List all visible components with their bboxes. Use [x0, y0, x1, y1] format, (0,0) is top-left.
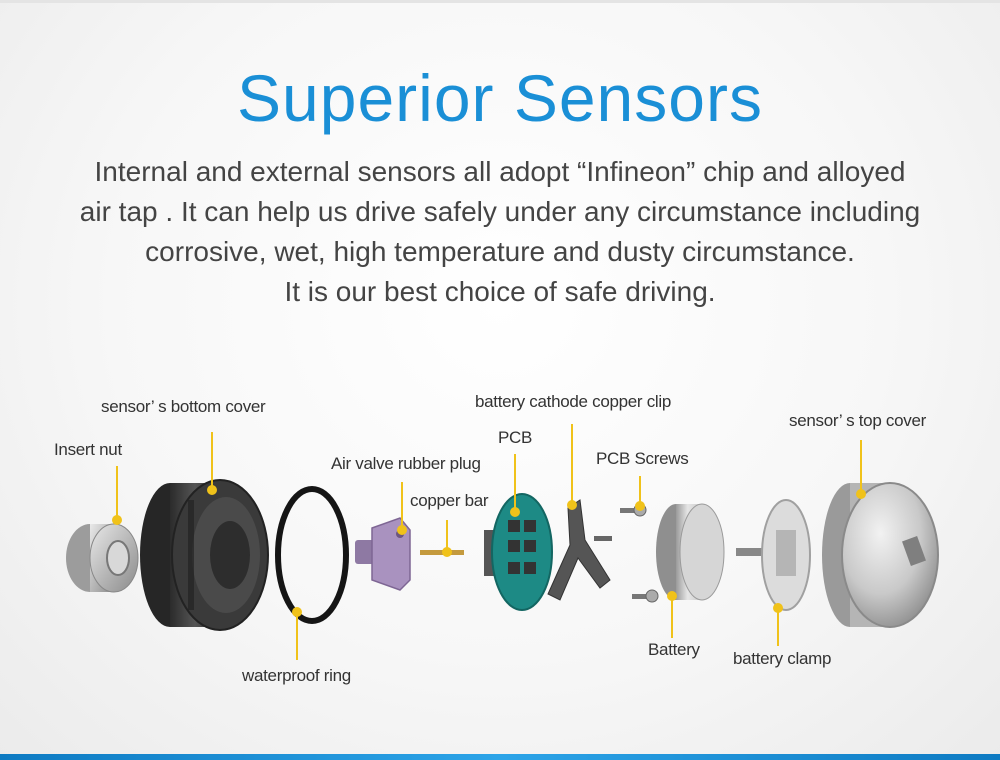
description-line-4: It is our best choice of safe driving. — [284, 276, 716, 307]
description-line-1: Internal and external sensors all adopt … — [94, 156, 906, 187]
bottom-accent-bar — [0, 754, 1000, 760]
cathode-clip-part — [547, 499, 611, 601]
label-battery-clamp: battery clamp — [733, 649, 832, 668]
page-title: Superior Sensors — [237, 61, 763, 135]
battery-part — [656, 503, 725, 601]
top-cover-part — [822, 482, 939, 628]
pcb-part — [484, 493, 553, 611]
insert-nut-part — [66, 523, 139, 593]
description: Internal and external sensors all adopt … — [30, 152, 970, 312]
label-waterproof-ring: waterproof ring — [242, 666, 351, 685]
label-air-valve: Air valve rubber plug — [331, 454, 481, 473]
label-bottom-cover: sensor’ s bottom cover — [101, 397, 266, 416]
waterproof-ring-part — [275, 486, 349, 624]
battery-clamp-part — [761, 499, 811, 611]
copper-bar-part — [420, 550, 464, 555]
description-line-3: corrosive, wet, high temperature and dus… — [145, 236, 855, 267]
label-copper-bar: copper bar — [410, 491, 489, 510]
battery-tab — [736, 548, 764, 556]
label-pcb-screws: PCB Screws — [596, 449, 689, 468]
label-top-cover: sensor’ s top cover — [789, 411, 926, 430]
air-valve-plug-part — [355, 517, 411, 591]
label-insert-nut: Insert nut — [54, 440, 122, 459]
label-cathode-clip: battery cathode copper clip — [475, 392, 672, 411]
description-line-2: air tap . It can help us drive safely un… — [79, 196, 921, 227]
label-pcb: PCB — [498, 428, 533, 447]
label-battery: Battery — [648, 640, 700, 659]
top-divider — [0, 0, 1000, 3]
clip-screw — [594, 536, 612, 541]
leader-lines — [112, 424, 866, 660]
bottom-cover-part — [140, 479, 269, 631]
pcb-screws-part — [620, 503, 659, 603]
